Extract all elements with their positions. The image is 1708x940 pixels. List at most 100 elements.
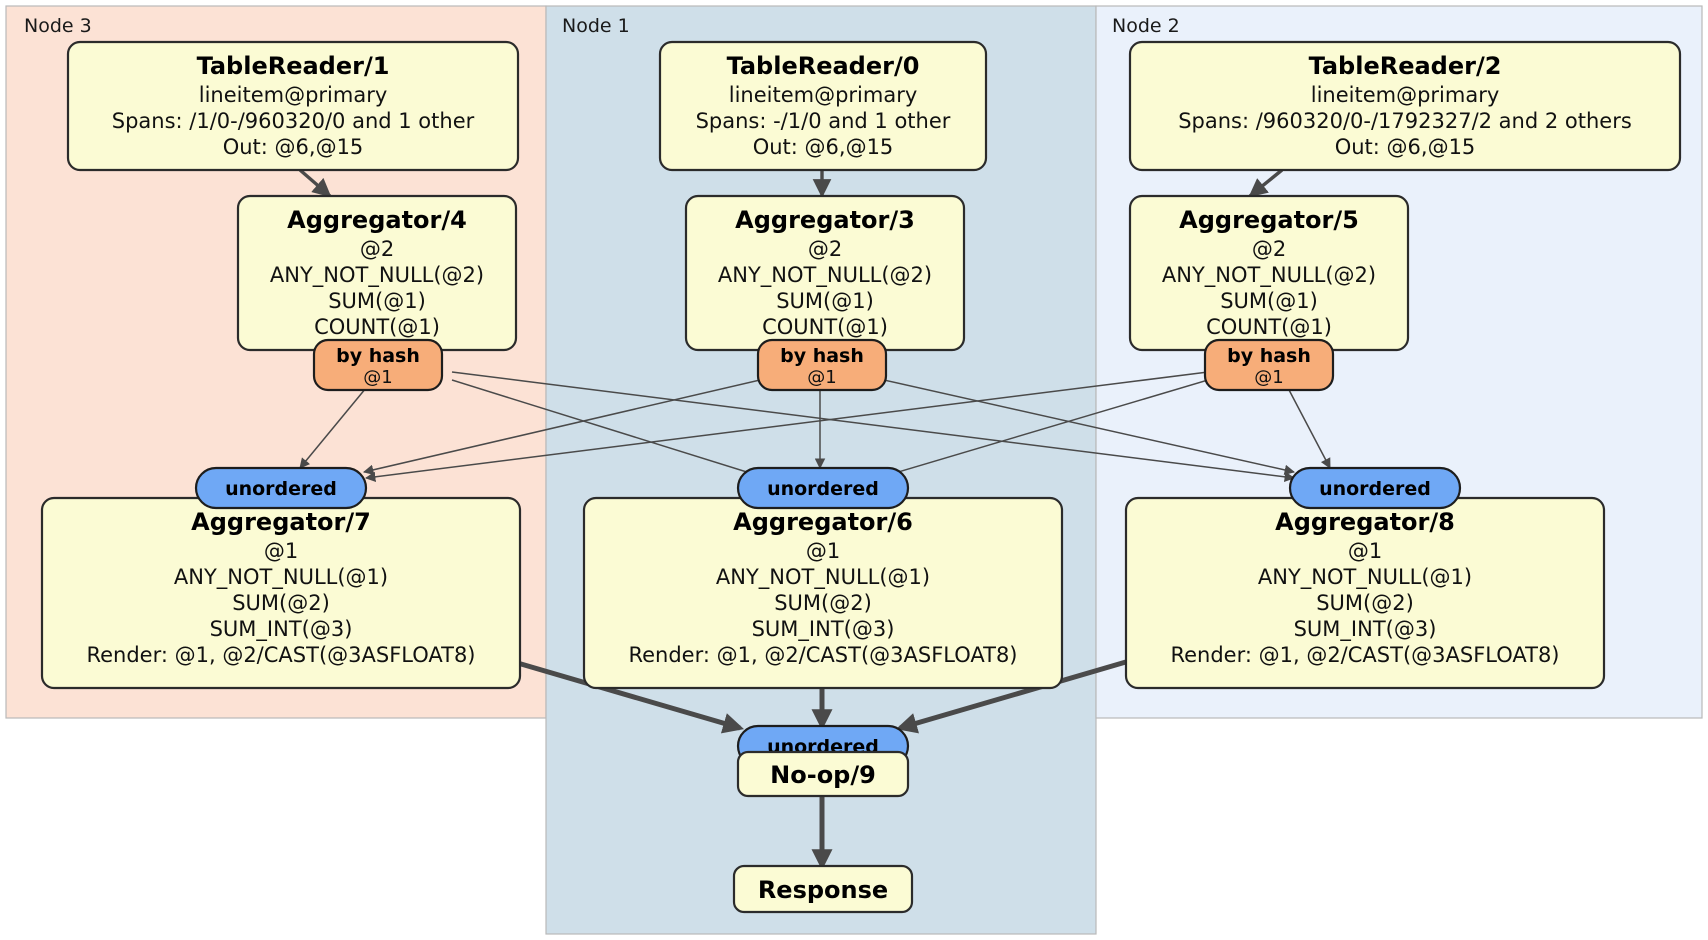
aggregator-7-line-1: ANY_NOT_NULL(@1) xyxy=(174,565,388,590)
table-reader-1-line-1: Spans: /1/0-/960320/0 and 1 other xyxy=(112,109,475,133)
aggregator-7-title: Aggregator/7 xyxy=(191,508,371,536)
table-reader-1-box[interactable] xyxy=(66,40,520,172)
unordered-center-title: unordered xyxy=(767,478,879,500)
unordered-left-pill[interactable] xyxy=(194,466,368,510)
hash-right-pill[interactable] xyxy=(1203,338,1335,392)
region-node-3-label: Node 3 xyxy=(24,15,92,37)
hash-center-pill[interactable] xyxy=(756,338,888,392)
noop-9-title: No-op/9 xyxy=(770,761,876,789)
table-reader-1-line-0: lineitem@primary xyxy=(199,83,388,107)
aggregator-4-line-1: ANY_NOT_NULL(@2) xyxy=(270,263,484,288)
processor-aggregator-3[interactable]: Aggregator/3 @2 ANY_NOT_NULL(@2) SUM(@1)… xyxy=(684,194,966,352)
router-hash-left[interactable]: by hash @1 xyxy=(312,338,444,392)
processor-response[interactable]: Response xyxy=(732,864,914,914)
unordered-right-title: unordered xyxy=(1319,478,1431,500)
aggregator-5-line-0: @2 xyxy=(1252,237,1286,261)
aggregator-5-line-1: ANY_NOT_NULL(@2) xyxy=(1162,263,1376,288)
aggregator-4-line-3: COUNT(@1) xyxy=(314,315,440,339)
aggregator-3-line-3: COUNT(@1) xyxy=(762,315,888,339)
aggregator-3-line-2: SUM(@1) xyxy=(776,289,874,313)
processor-aggregator-4[interactable]: Aggregator/4 @2 ANY_NOT_NULL(@2) SUM(@1)… xyxy=(236,194,518,352)
aggregator-8-line-0: @1 xyxy=(1348,539,1382,563)
table-reader-2-line-0: lineitem@primary xyxy=(1311,83,1500,107)
table-reader-2-line-2: Out: @6,@15 xyxy=(1335,135,1476,159)
processor-aggregator-5[interactable]: Aggregator/5 @2 ANY_NOT_NULL(@2) SUM(@1)… xyxy=(1128,194,1410,352)
edge-hashleft-to-unorderedleft xyxy=(299,387,367,469)
edge-agg7-to-unorderedfinal xyxy=(479,649,745,734)
table-reader-2-box[interactable] xyxy=(1128,40,1682,172)
table-reader-2-line-1: Spans: /960320/0-/1792327/2 and 2 others xyxy=(1178,109,1632,133)
aggregator-6-line-2: SUM(@2) xyxy=(774,591,872,615)
processor-table-reader-0[interactable]: TableReader/0 lineitem@primary Spans: -/… xyxy=(658,40,988,172)
aggregator-7-line-2: SUM(@2) xyxy=(232,591,330,615)
processor-noop-9[interactable]: No-op/9 xyxy=(736,750,910,798)
aggregator-8-line-3: SUM_INT(@3) xyxy=(1294,617,1437,642)
aggregator-7-line-0: @1 xyxy=(264,539,298,563)
aggregator-4-line-2: SUM(@1) xyxy=(328,289,426,313)
table-reader-0-line-0: lineitem@primary xyxy=(729,83,918,107)
aggregator-4-title: Aggregator/4 xyxy=(287,206,467,234)
table-reader-0-box[interactable] xyxy=(658,40,988,172)
router-hash-center[interactable]: by hash @1 xyxy=(756,338,888,392)
aggregator-7-line-4: Render: @1, @2/CAST(@3ASFLOAT8) xyxy=(86,643,475,667)
edge-hashcenter-to-unorderedleft xyxy=(362,379,761,475)
aggregator-5-line-2: SUM(@1) xyxy=(1220,289,1318,313)
processor-aggregator-8[interactable]: Aggregator/8 @1 ANY_NOT_NULL(@1) SUM(@2)… xyxy=(1124,496,1606,690)
response-title: Response xyxy=(758,876,888,904)
aggregator-5-title: Aggregator/5 xyxy=(1179,206,1359,234)
aggregator-4-line-0: @2 xyxy=(360,237,394,261)
aggregator-8-line-1: ANY_NOT_NULL(@1) xyxy=(1258,565,1472,590)
edge-hashleft-to-unorderedcenter xyxy=(451,379,768,481)
table-reader-1-title: TableReader/1 xyxy=(197,52,390,80)
aggregator-6-title: Aggregator/6 xyxy=(733,508,913,536)
aggregator-6-line-1: ANY_NOT_NULL(@1) xyxy=(716,565,930,590)
region-node-2-label: Node 2 xyxy=(1112,15,1180,37)
processor-aggregator-6[interactable]: Aggregator/6 @1 ANY_NOT_NULL(@1) SUM(@2)… xyxy=(582,496,1064,690)
edge-agg8-to-unorderedfinal xyxy=(895,649,1161,734)
table-reader-1-line-2: Out: @6,@15 xyxy=(223,135,364,159)
hash-center-sub: @1 xyxy=(807,367,836,388)
table-reader-2-title: TableReader/2 xyxy=(1309,52,1502,80)
region-node-1-label: Node 1 xyxy=(562,15,630,37)
unordered-left-title: unordered xyxy=(225,478,337,500)
aggregator-3-line-0: @2 xyxy=(808,237,842,261)
aggregator-7-line-3: SUM_INT(@3) xyxy=(210,617,353,642)
processor-aggregator-7[interactable]: Aggregator/7 @1 ANY_NOT_NULL(@1) SUM(@2)… xyxy=(40,496,522,690)
hash-right-sub: @1 xyxy=(1254,367,1283,388)
hash-left-pill[interactable] xyxy=(312,338,444,392)
aggregator-8-line-2: SUM(@2) xyxy=(1316,591,1414,615)
response-box[interactable] xyxy=(732,864,914,914)
aggregator-5-line-3: COUNT(@1) xyxy=(1206,315,1332,339)
processor-table-reader-2[interactable]: TableReader/2 lineitem@primary Spans: /9… xyxy=(1128,40,1682,172)
aggregator-6-line-4: Render: @1, @2/CAST(@3ASFLOAT8) xyxy=(628,643,1017,667)
aggregator-3-title: Aggregator/3 xyxy=(735,206,915,234)
aggregator-8-line-4: Render: @1, @2/CAST(@3ASFLOAT8) xyxy=(1170,643,1559,667)
aggregator-3-line-1: ANY_NOT_NULL(@2) xyxy=(718,263,932,288)
aggregator-6-line-0: @1 xyxy=(806,539,840,563)
table-reader-0-line-1: Spans: -/1/0 and 1 other xyxy=(696,109,951,133)
hash-center-title: by hash xyxy=(780,345,864,367)
unordered-right-pill[interactable] xyxy=(1288,466,1462,510)
hash-left-title: by hash xyxy=(336,345,420,367)
router-unordered-right[interactable]: unordered xyxy=(1288,466,1462,510)
edge-hashleft-to-unorderedright xyxy=(451,371,1296,483)
unordered-center-pill[interactable] xyxy=(736,466,910,510)
edge-hashright-to-unorderedright xyxy=(1287,387,1331,469)
edge-tr2-to-agg5 xyxy=(1248,168,1284,198)
processor-table-reader-1[interactable]: TableReader/1 lineitem@primary Spans: /1… xyxy=(66,40,520,172)
hash-right-title: by hash xyxy=(1227,345,1311,367)
aggregator-8-title: Aggregator/8 xyxy=(1275,508,1455,536)
router-hash-right[interactable]: by hash @1 xyxy=(1203,338,1335,392)
table-reader-0-title: TableReader/0 xyxy=(727,52,920,80)
hash-left-sub: @1 xyxy=(363,367,392,388)
edge-hashright-to-unorderedleft xyxy=(364,371,1209,483)
router-unordered-left[interactable]: unordered xyxy=(194,466,368,510)
edge-hashright-to-unorderedcenter xyxy=(876,379,1209,481)
aggregator-6-line-3: SUM_INT(@3) xyxy=(752,617,895,642)
table-reader-0-line-2: Out: @6,@15 xyxy=(753,135,894,159)
edge-tr1-to-agg4 xyxy=(298,168,332,198)
noop-9-box[interactable] xyxy=(736,750,910,798)
router-unordered-center[interactable]: unordered xyxy=(736,466,910,510)
